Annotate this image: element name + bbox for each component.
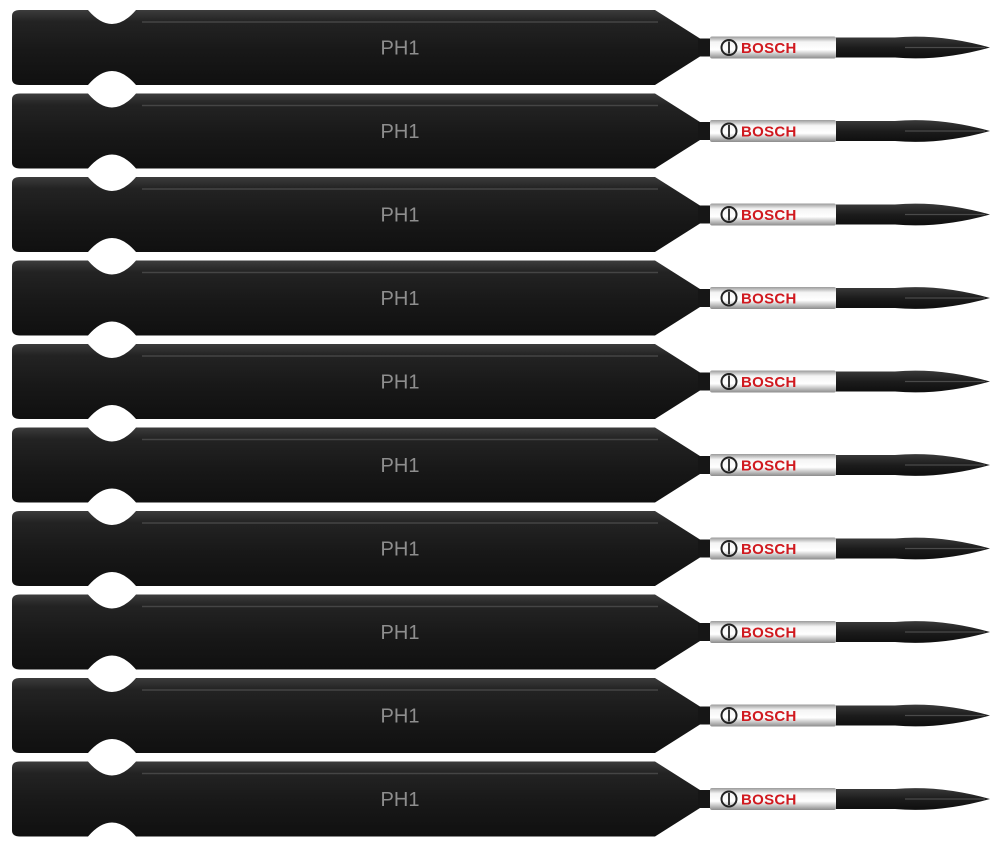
hex-shank-end	[12, 594, 142, 670]
logo-icon	[720, 373, 738, 390]
size-label: PH1	[381, 539, 420, 561]
neck	[698, 205, 712, 224]
screwdriver-bit: BOSCH PH1	[12, 594, 990, 670]
brand-label: BOSCH	[741, 708, 797, 725]
screwdriver-bit: BOSCH PH1	[12, 177, 990, 252]
screwdriver-bit: BOSCH PH1	[12, 344, 990, 419]
brand-collar	[710, 287, 836, 309]
logo-icon	[720, 289, 738, 307]
neck	[698, 790, 712, 808]
hex-shank-end	[12, 344, 142, 419]
size-label: PH1	[381, 455, 420, 477]
hex-shank-end	[12, 511, 142, 586]
hex-shaft	[142, 511, 700, 586]
size-label: PH1	[381, 789, 420, 811]
hex-shaft	[142, 678, 700, 753]
logo-icon	[720, 540, 738, 557]
hex-shank-end	[12, 177, 142, 252]
brand-label: BOSCH	[741, 124, 797, 141]
brand-collar	[710, 120, 836, 142]
brand-collar	[710, 454, 836, 476]
brand-label: BOSCH	[741, 625, 797, 642]
neck	[698, 122, 712, 140]
brand-label: BOSCH	[741, 458, 797, 475]
size-label: PH1	[381, 622, 420, 644]
brand-collar	[710, 36, 836, 59]
size-label: PH1	[381, 205, 420, 227]
hex-shaft	[142, 177, 700, 252]
screwdriver-bit: BOSCH PH1	[12, 93, 990, 169]
brand-collar	[710, 621, 836, 643]
neck	[698, 372, 712, 391]
brand-collar	[710, 370, 836, 393]
screwdriver-bit: BOSCH PH1	[12, 761, 990, 837]
neck	[698, 706, 712, 725]
brand-collar	[710, 537, 836, 560]
hex-shank-end	[12, 761, 142, 837]
hex-shank-end	[12, 678, 142, 753]
screwdriver-bit: BOSCH PH1	[12, 678, 990, 753]
size-label: PH1	[381, 372, 420, 394]
brand-collar	[710, 788, 836, 810]
logo-icon	[720, 122, 738, 140]
logo-icon	[720, 39, 738, 56]
logo-icon	[720, 707, 738, 724]
hex-shaft	[142, 594, 700, 670]
hex-shaft	[142, 761, 700, 837]
brand-label: BOSCH	[741, 291, 797, 308]
hex-shaft	[142, 344, 700, 419]
neck	[698, 456, 712, 474]
size-label: PH1	[381, 38, 420, 60]
hex-shank-end	[12, 93, 142, 169]
hex-shaft	[142, 260, 700, 336]
hex-shaft	[142, 427, 700, 503]
brand-label: BOSCH	[741, 40, 797, 57]
hex-shaft	[142, 93, 700, 169]
brand-label: BOSCH	[741, 541, 797, 558]
logo-icon	[720, 456, 738, 474]
neck	[698, 38, 712, 57]
logo-icon	[720, 623, 738, 641]
neck	[698, 539, 712, 558]
size-label: PH1	[381, 706, 420, 728]
screwdriver-bit: BOSCH PH1	[12, 427, 990, 503]
neck	[698, 623, 712, 641]
brand-collar	[710, 704, 836, 727]
screwdriver-bit: BOSCH PH1	[12, 10, 990, 85]
screwdriver-bit: BOSCH PH1	[12, 260, 990, 336]
brand-label: BOSCH	[741, 374, 797, 391]
hex-shaft	[142, 10, 700, 85]
size-label: PH1	[381, 288, 420, 310]
screwdriver-bit: BOSCH PH1	[12, 511, 990, 586]
logo-icon	[720, 790, 738, 808]
hex-shank-end	[12, 427, 142, 503]
hex-shank-end	[12, 10, 142, 85]
neck	[698, 289, 712, 307]
brand-label: BOSCH	[741, 207, 797, 224]
hex-shank-end	[12, 260, 142, 336]
size-label: PH1	[381, 121, 420, 143]
brand-label: BOSCH	[741, 792, 797, 809]
logo-icon	[720, 206, 738, 223]
brand-collar	[710, 203, 836, 226]
